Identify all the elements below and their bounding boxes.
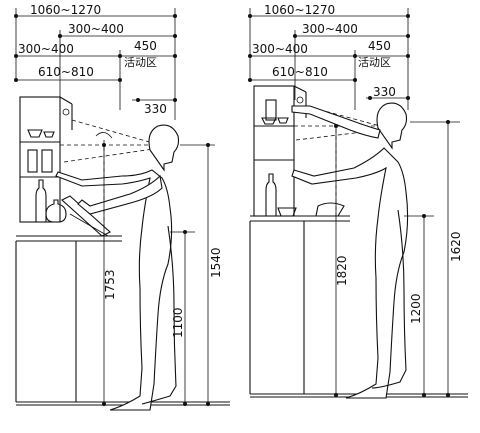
right-dim-counter-height: 1200	[409, 293, 423, 324]
left-dim-eye-height: 1540	[209, 247, 223, 278]
right-dim-counter-depth: 610~810	[272, 65, 328, 79]
left-dim-top-reach: 300~400	[68, 22, 124, 36]
right-dim-eye-height: 1620	[449, 231, 463, 262]
right-dim-top-reach: 300~400	[302, 22, 358, 36]
right-vertical-dimensions	[334, 120, 460, 397]
left-top-dimension-lines	[14, 8, 177, 120]
right-activity-label: 活动区	[358, 56, 391, 69]
left-dim-counter-height: 1100	[171, 307, 185, 338]
left-dim-counter-depth: 610~810	[38, 65, 94, 79]
left-panel: 1060~1270 300~400 450 活动区 300~400 610~81…	[14, 3, 230, 411]
right-dim-top-total: 1060~1270	[264, 3, 335, 17]
left-counter	[15, 195, 230, 406]
right-dim-eye-offset: 330	[373, 85, 396, 99]
right-human-figure	[291, 102, 409, 399]
left-dim-eye-offset: 330	[144, 102, 167, 116]
right-panel: 1060~1270 300~400 450 活动区 300~400 610~81…	[248, 3, 468, 399]
right-dim-reach-height: 1820	[335, 255, 349, 286]
left-activity-label: 活动区	[124, 56, 157, 69]
left-dim-activity: 450	[134, 39, 157, 53]
left-dim-shelf-depth: 300~400	[18, 42, 74, 56]
left-dim-reach-height: 1753	[103, 269, 117, 300]
right-dim-activity: 450	[368, 39, 391, 53]
left-dim-top-total: 1060~1270	[30, 3, 101, 17]
right-counter	[249, 202, 468, 398]
left-human-figure	[55, 124, 180, 411]
left-wall-cabinet	[19, 96, 73, 223]
right-top-dimension-lines	[248, 8, 410, 110]
left-vertical-dimensions	[102, 143, 215, 406]
right-dim-shelf-depth: 300~400	[252, 42, 308, 56]
